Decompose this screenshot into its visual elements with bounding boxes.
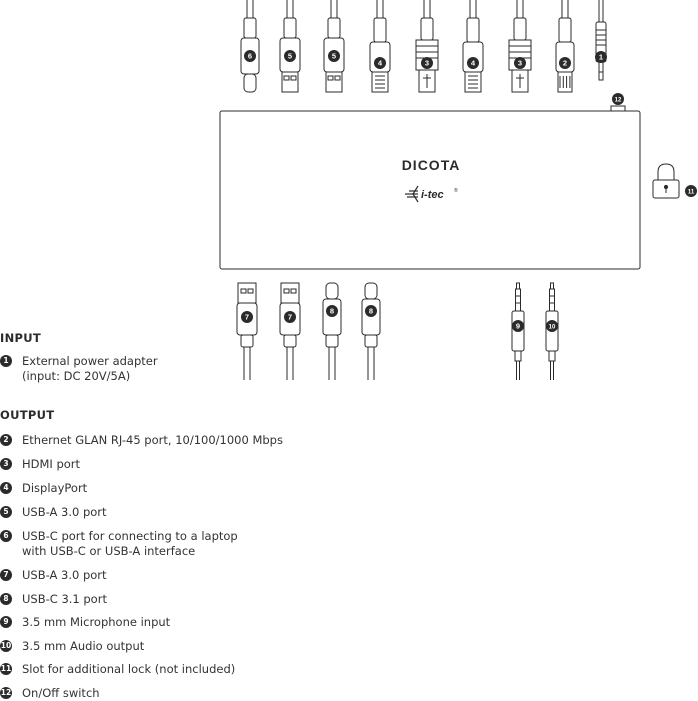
power-switch: [610, 105, 626, 112]
top-badge-5: 3: [421, 57, 433, 69]
top-badge-2-label: 5: [288, 52, 292, 61]
top-badge-6: 4: [467, 57, 479, 69]
legend-badge-1: 1: [0, 355, 12, 367]
top-badge-2: 5: [284, 50, 296, 62]
diagram-badges: 6 5 5 4 3 4 3 2 1 7 7 8 8 9 10 12 11: [241, 50, 697, 332]
legend-badge-5: 5: [0, 506, 12, 518]
section-output-heading: OUTPUT: [0, 408, 55, 422]
top-badge-4-label: 4: [378, 59, 383, 68]
legend-text-9: 3.5 mm Microphone input: [22, 615, 171, 629]
top-badge-9: 1: [595, 51, 607, 63]
legend-badge-12: 12: [0, 687, 12, 699]
top-connectors: [240, 0, 607, 93]
top-badge-4: 4: [374, 57, 386, 69]
lock-badge: 11: [685, 185, 697, 197]
top-badge-7: 3: [514, 57, 526, 69]
top-badge-9-label: 1: [599, 53, 603, 62]
legend-text-12: On/Off switch: [22, 686, 100, 700]
bottom-badge-6-label: 10: [549, 325, 556, 331]
bottom-badge-2: 7: [284, 311, 296, 323]
top-badge-3: 5: [328, 50, 340, 62]
legend-badge-11: 11: [0, 663, 12, 675]
top-badge-1: 6: [244, 50, 256, 62]
brand-itec-logo: i-tec ®: [405, 185, 458, 203]
legend-badge-2: 2: [0, 434, 12, 446]
bottom-badge-3: 8: [326, 305, 338, 317]
legend-text-7: USB-A 3.0 port: [22, 568, 107, 582]
legend-text-10: 3.5 mm Audio output: [22, 639, 145, 653]
bottom-badge-1-label: 7: [245, 313, 249, 322]
legend-text-2: Ethernet GLAN RJ-45 port, 10/100/1000 Mb…: [22, 433, 283, 447]
bottom-badge-5: 9: [512, 320, 524, 332]
bottom-badge-3-label: 8: [330, 307, 334, 316]
top-badge-1-label: 6: [248, 52, 252, 61]
top-badge-8: 2: [559, 57, 571, 69]
brand-dicota: DICOTA: [402, 157, 461, 173]
legend-badge-6: 6: [0, 530, 12, 542]
legend-badge-9: 9: [0, 616, 12, 628]
bottom-badge-1: 7: [241, 311, 253, 323]
lock-badge-label: 11: [688, 190, 695, 196]
switch-badge-label: 12: [615, 98, 622, 104]
bottom-badge-4: 8: [365, 305, 377, 317]
legend-badge-8: 8: [0, 593, 12, 605]
legend-text-11: Slot for additional lock (not included): [22, 662, 236, 676]
legend-badge-10: 10: [0, 640, 12, 652]
legend-text-4: DisplayPort: [22, 481, 88, 495]
dock-body: [219, 110, 641, 270]
brand-itec: i-tec: [421, 189, 444, 201]
legend-text-1: External power adapter (input: DC 20V/5A…: [22, 354, 158, 383]
lock-icon: [652, 163, 680, 199]
top-badge-3-label: 5: [332, 52, 336, 61]
section-input-heading: INPUT: [0, 331, 42, 345]
top-badge-5-label: 3: [425, 59, 429, 68]
bottom-badge-5-label: 9: [516, 322, 520, 331]
legend-text-8: USB-C 3.1 port: [22, 592, 107, 606]
switch-badge: 12: [612, 93, 624, 105]
legend-text-5: USB-A 3.0 port: [22, 505, 107, 519]
top-badge-6-label: 4: [471, 59, 476, 68]
brand-itec-mark: ®: [454, 187, 458, 194]
legend-badge-7: 7: [0, 569, 12, 581]
legend-text-3: HDMI port: [22, 457, 81, 471]
legend-badge-4: 4: [0, 482, 12, 494]
bottom-badge-4-label: 8: [369, 307, 373, 316]
legend-badge-3: 3: [0, 458, 12, 470]
top-badge-7-label: 3: [518, 59, 522, 68]
itec-arrow-icon: [405, 185, 419, 203]
bottom-badge-2-label: 7: [288, 313, 292, 322]
top-badge-8-label: 2: [563, 59, 567, 68]
bottom-badge-6: 10: [546, 320, 558, 332]
legend-text-6: USB-C port for connecting to a laptop wi…: [22, 529, 238, 558]
